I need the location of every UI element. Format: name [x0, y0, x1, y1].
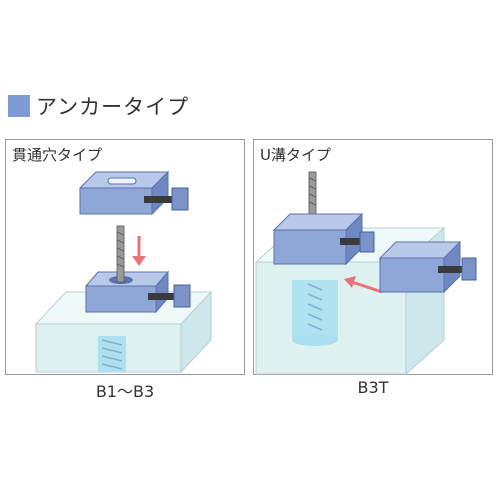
panel-title-u-groove: U溝タイプ: [260, 146, 331, 164]
lower-clamp: [84, 270, 191, 314]
through-hole-illustration: [34, 170, 213, 374]
section-heading: アンカータイプ: [8, 92, 189, 120]
anchor-bolt: [116, 225, 125, 283]
panel-title-through-hole: 貫通穴タイプ: [12, 146, 103, 164]
arrow-down: [132, 236, 146, 266]
caption-u-groove: B3T: [357, 378, 389, 397]
heading-text: アンカータイプ: [36, 95, 190, 119]
panel-through-hole: 貫通穴タイプ: [5, 139, 245, 375]
arrow-left: [344, 276, 383, 294]
upper-clamp: [78, 170, 189, 216]
panel-u-groove: U溝タイプ: [253, 139, 493, 376]
installed-clamp: [272, 212, 375, 266]
caption-through-hole: B1～B3: [95, 382, 155, 401]
anchor-hole: [292, 280, 338, 346]
u-groove-illustration: [254, 171, 477, 376]
through-hole: [98, 336, 126, 372]
sliding-clamp: [378, 240, 477, 294]
heading-marker: [8, 95, 30, 117]
